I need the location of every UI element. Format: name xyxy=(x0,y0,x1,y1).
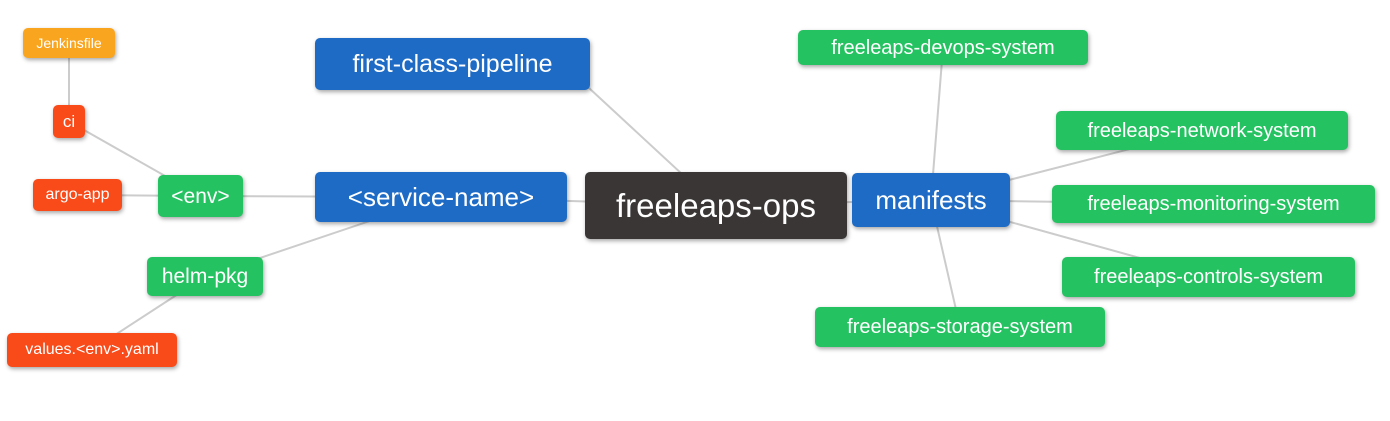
node-label: helm-pkg xyxy=(161,265,249,288)
node-label: <env> xyxy=(171,184,230,208)
node-freeleaps-monitoring-system[interactable]: freeleaps-monitoring-system xyxy=(1052,185,1375,223)
node-label: freeleaps-network-system xyxy=(1087,119,1317,142)
node-argo-app[interactable]: argo-app xyxy=(33,179,122,211)
node-values-env-yaml[interactable]: values.<env>.yaml xyxy=(7,333,177,367)
node-label: first-class-pipeline xyxy=(352,49,553,78)
node-label: freeleaps-controls-system xyxy=(1094,266,1323,288)
node-label: freeleaps-ops xyxy=(616,187,816,224)
node-freeleaps-controls-system[interactable]: freeleaps-controls-system xyxy=(1062,257,1355,297)
node-freeleaps-devops-system[interactable]: freeleaps-devops-system xyxy=(798,30,1088,65)
node-label: argo-app xyxy=(45,186,110,203)
node-label: freeleaps-devops-system xyxy=(831,36,1055,59)
node-first-class-pipeline[interactable]: first-class-pipeline xyxy=(315,38,590,90)
node-freeleaps-network-system[interactable]: freeleaps-network-system xyxy=(1056,111,1348,150)
node-helm-pkg[interactable]: helm-pkg xyxy=(147,257,263,296)
node-label: freeleaps-monitoring-system xyxy=(1087,193,1340,215)
node-ci[interactable]: ci xyxy=(53,105,85,138)
node-label: ci xyxy=(62,112,76,131)
node-label: values.<env>.yaml xyxy=(25,341,159,358)
node-label: Jenkinsfile xyxy=(36,35,102,51)
node-freeleaps-storage-system[interactable]: freeleaps-storage-system xyxy=(815,307,1105,347)
node-label: freeleaps-storage-system xyxy=(847,316,1073,338)
node-label: manifests xyxy=(875,185,987,215)
node-freeleaps-ops[interactable]: freeleaps-ops xyxy=(585,172,847,239)
node-label: <service-name> xyxy=(347,182,535,212)
node-manifests[interactable]: manifests xyxy=(852,173,1010,227)
node-service-name[interactable]: <service-name> xyxy=(315,172,567,222)
node-env[interactable]: <env> xyxy=(158,175,243,217)
node-jenkinsfile[interactable]: Jenkinsfile xyxy=(23,28,115,58)
